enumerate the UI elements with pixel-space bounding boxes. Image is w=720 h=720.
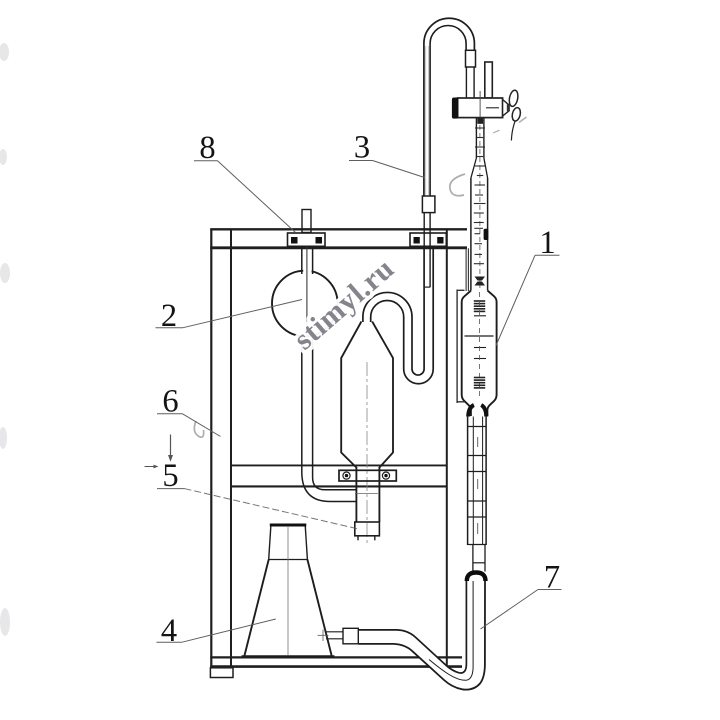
svg-text:2: 2: [161, 298, 177, 334]
svg-text:3: 3: [354, 130, 370, 166]
svg-text:5: 5: [162, 458, 178, 494]
svg-text:1: 1: [539, 225, 555, 261]
svg-text:4: 4: [161, 613, 177, 649]
svg-text:6: 6: [162, 384, 178, 420]
svg-text:8: 8: [199, 130, 215, 166]
svg-text:7: 7: [544, 560, 560, 596]
